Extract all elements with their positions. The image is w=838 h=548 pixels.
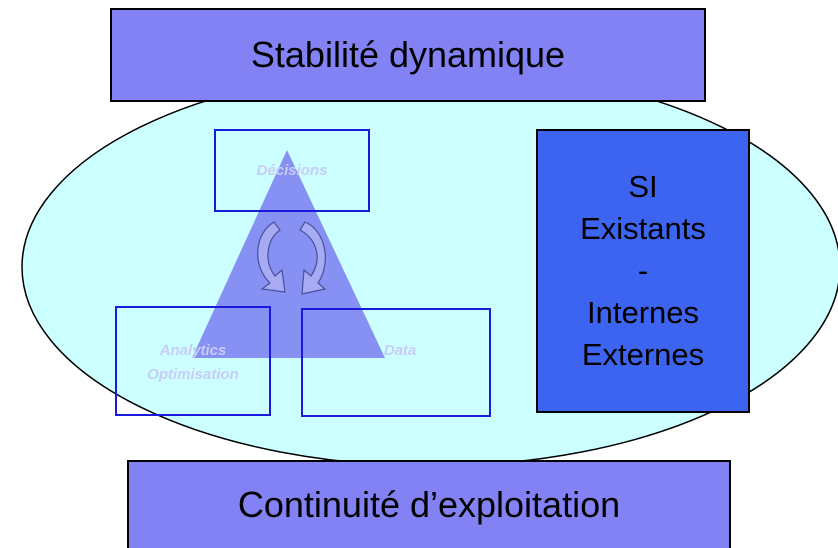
stabilite-title: Stabilité dynamique <box>250 34 566 75</box>
si-line-5: Externes <box>581 337 705 372</box>
optimisation-label: Optimisation <box>147 366 239 383</box>
stabilite-banner: Stabilité dynamique <box>110 8 706 102</box>
si-existants-box: SI Existants - Internes Externes <box>536 129 750 413</box>
si-line-3: - <box>637 253 649 288</box>
decisions-label: Décisions <box>256 162 328 179</box>
data-label: Data <box>383 342 417 359</box>
cycle-arrows-icon <box>257 221 327 295</box>
data-box <box>301 308 491 417</box>
analytics-label: Analytics <box>159 342 227 359</box>
si-line-1: SI <box>628 169 658 204</box>
continuite-banner: Continuité d’exploitation <box>127 460 731 548</box>
continuite-title: Continuité d’exploitation <box>237 484 621 525</box>
analytics-box <box>115 306 271 416</box>
si-line-2: Existants <box>580 211 706 246</box>
decisions-box <box>214 129 370 212</box>
si-line-4: Internes <box>586 295 699 330</box>
